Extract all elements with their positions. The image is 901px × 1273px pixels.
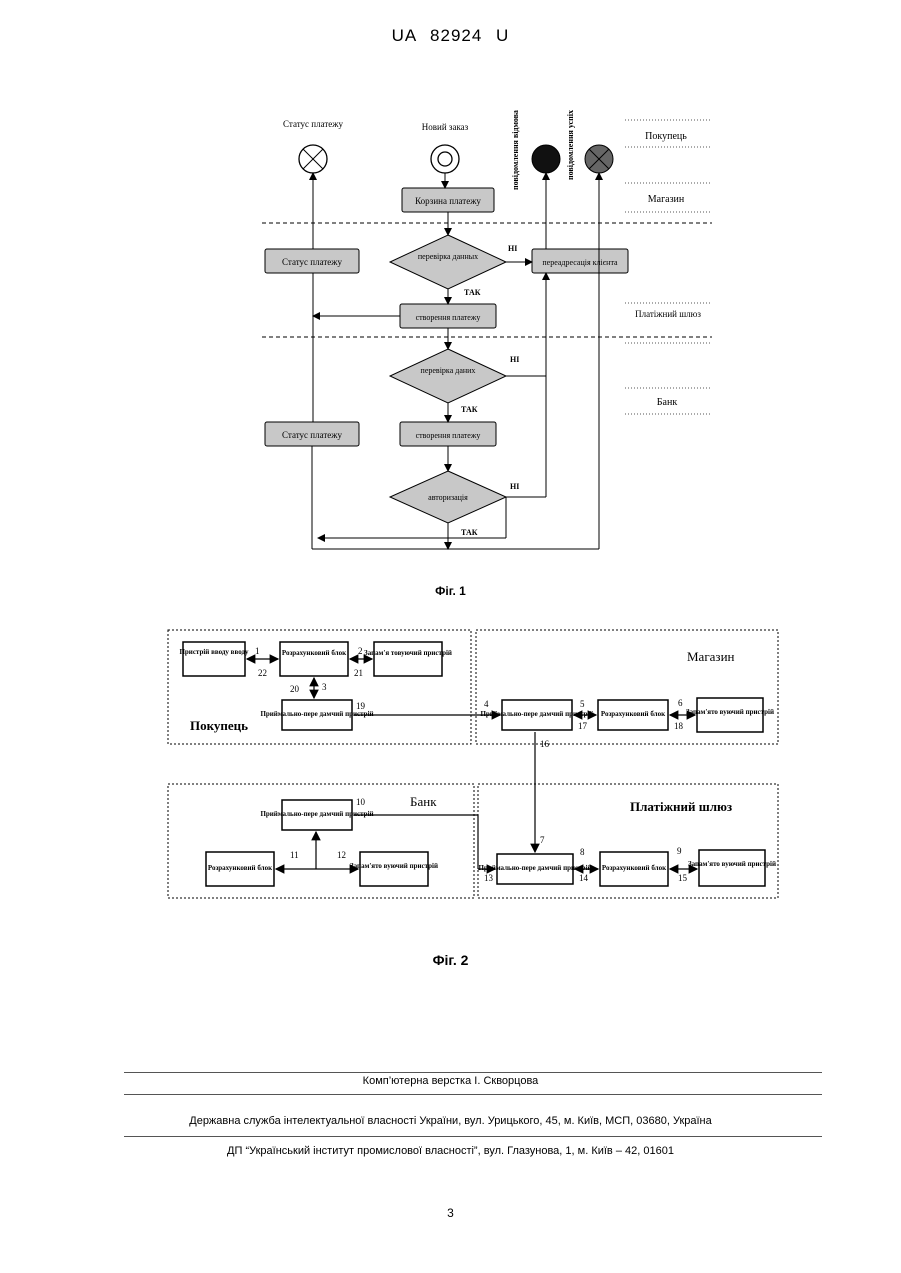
svg-text:Приймально-пере дамчий пристрі: Приймально-пере дамчий пристрій <box>480 710 593 718</box>
svg-text:7: 7 <box>540 835 545 845</box>
svg-text:20: 20 <box>290 684 300 694</box>
footer-divider <box>124 1094 822 1095</box>
no-label: НІ <box>510 482 519 491</box>
svg-text:Статус платежу: Статус платежу <box>282 430 342 440</box>
svg-text:Розрахунковий блок: Розрахунковий блок <box>282 649 347 657</box>
svg-text:17: 17 <box>578 721 588 731</box>
svg-text:3: 3 <box>322 682 327 692</box>
gateway-region-label: Платіжний шлюз <box>630 799 732 814</box>
figure-2: Покупець Магазин Банк Платіжний шлюз При… <box>168 630 778 898</box>
svg-text:Приймально-пере дамчий пристрі: Приймально-пере дамчий пристрій <box>260 810 373 818</box>
svg-text:Запам'я товуючий пристрій: Запам'я товуючий пристрій <box>364 649 452 657</box>
svg-text:11: 11 <box>290 850 299 860</box>
buyer-compute-block <box>280 642 348 676</box>
svg-text:21: 21 <box>354 668 363 678</box>
new-order-label: Новий заказ <box>422 122 469 132</box>
footer-office-address: Державна служба інтелектуальної власност… <box>0 1115 901 1127</box>
svg-text:Розрахунковий блок: Розрахунковий блок <box>601 710 666 718</box>
footer-divider <box>124 1072 822 1073</box>
svg-text:Приймально-пере дамчий пристрі: Приймально-пере дамчий пристрій <box>260 710 373 718</box>
yes-label: ТАК <box>461 528 478 537</box>
buyer-memory-block <box>374 642 442 676</box>
svg-text:8: 8 <box>580 847 585 857</box>
check-data-decision-2 <box>390 349 506 403</box>
svg-text:19: 19 <box>356 701 366 711</box>
lane-label-buyer: Покупець <box>645 131 687 142</box>
svg-text:Розрахунковий блок: Розрахунковий блок <box>208 864 273 872</box>
svg-text:створення платежу: створення платежу <box>416 313 481 322</box>
shop-region-label: Магазин <box>687 649 735 664</box>
svg-text:1: 1 <box>255 646 260 656</box>
yes-label: ТАК <box>464 288 481 297</box>
svg-text:Запам'ято вуючий пристрій: Запам'ято вуючий пристрій <box>688 860 776 868</box>
svg-text:Розрахунковий блок: Розрахунковий блок <box>602 864 667 872</box>
payment-status-label: Статус платежу <box>283 119 343 129</box>
svg-text:9: 9 <box>677 846 682 856</box>
refusal-message-label: повідомлення відмова <box>511 110 520 190</box>
svg-text:16: 16 <box>540 739 550 749</box>
lane-label-shop: Магазин <box>648 194 685 205</box>
svg-text:Корзина платежу: Корзина платежу <box>415 196 481 206</box>
footer-typesetter: Комп’ютерна верстка І. Скворцова <box>0 1075 901 1087</box>
svg-text:13: 13 <box>484 873 494 883</box>
svg-text:6: 6 <box>678 698 683 708</box>
svg-text:створення платежу: створення платежу <box>416 431 481 440</box>
page-number: 3 <box>0 1206 901 1220</box>
svg-text:14: 14 <box>579 873 589 883</box>
figure-1: Покупець Магазин Платіжний шлюз Банк Ста… <box>262 110 712 549</box>
footer-institute-address: ДП “Український інститут промислової вла… <box>0 1145 901 1157</box>
figure-2-caption: Фіг. 2 <box>0 952 901 968</box>
gateway-memory-block <box>699 850 765 886</box>
no-label: НІ <box>508 244 517 253</box>
check-data-decision-1 <box>390 235 506 289</box>
svg-text:18: 18 <box>674 721 684 731</box>
svg-text:Приймально-пере дамчий пристрі: Приймально-пере дамчий пристрій <box>478 864 591 872</box>
svg-text:5: 5 <box>580 699 585 709</box>
svg-text:12: 12 <box>337 850 346 860</box>
svg-text:перевірка даних: перевірка даних <box>421 366 476 375</box>
svg-text:15: 15 <box>678 873 688 883</box>
svg-text:10: 10 <box>356 797 366 807</box>
svg-text:Статус платежу: Статус платежу <box>282 257 342 267</box>
buyer-region-label: Покупець <box>190 718 248 733</box>
svg-text:2: 2 <box>358 646 363 656</box>
no-label: НІ <box>510 355 519 364</box>
figure-1-caption: Фіг. 1 <box>0 584 901 598</box>
footer-divider <box>124 1136 822 1137</box>
success-message-label: повідомлення успіх <box>566 110 575 180</box>
lane-label-bank: Банк <box>657 397 678 408</box>
svg-text:переадресація клієнта: переадресація клієнта <box>542 258 618 267</box>
svg-text:авторизація: авторизація <box>428 493 468 502</box>
svg-text:Запам'ято вуючий пристрій: Запам'ято вуючий пристрій <box>350 862 438 870</box>
refusal-end-symbol <box>532 145 560 173</box>
bank-region-label: Банк <box>410 794 437 809</box>
lane-label-gateway: Платіжний шлюз <box>635 309 701 319</box>
svg-text:Запам'ято вуючий пристрій: Запам'ято вуючий пристрій <box>686 708 774 716</box>
svg-text:22: 22 <box>258 668 267 678</box>
svg-text:4: 4 <box>484 699 489 709</box>
svg-text:перевірка данных: перевірка данных <box>418 252 478 261</box>
svg-text:Пристрій вводу вводу: Пристрій вводу вводу <box>179 648 249 656</box>
yes-label: ТАК <box>461 405 478 414</box>
reference-numbers: 1 2 3 4 5 6 7 8 9 10 11 12 13 14 15 16 1… <box>255 646 688 883</box>
